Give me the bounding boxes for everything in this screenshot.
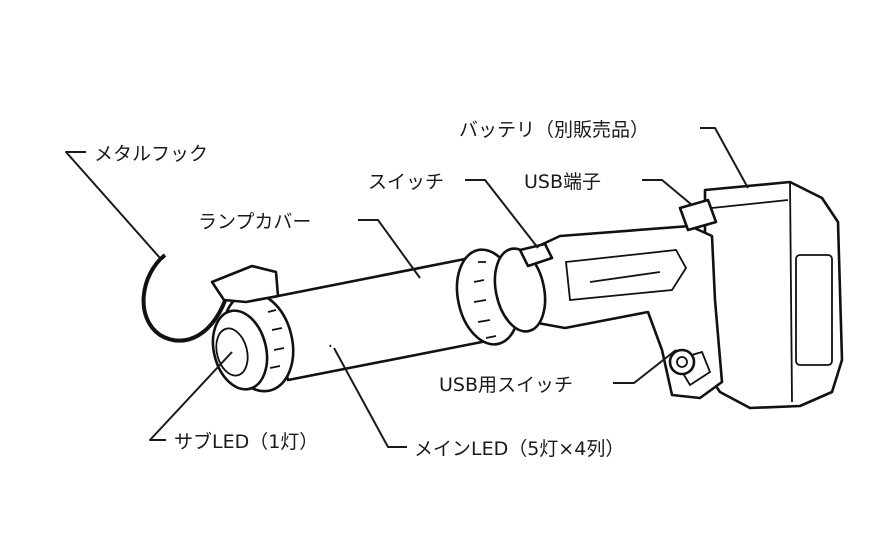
label-metal-hook: メタルフック (94, 143, 208, 165)
leader-lines (65, 127, 749, 448)
leader-main-led (333, 347, 407, 448)
front-head (211, 291, 295, 393)
labels: バッテリ（別販売品） メタルフック スイッチ USB端子 ランプカバー USB用… (94, 119, 649, 460)
usb-port (678, 198, 718, 232)
label-lamp-cover: ランプカバー (198, 211, 311, 233)
leader-lamp-cover (358, 219, 421, 279)
leader-usb-switch (613, 349, 677, 384)
label-usb-port: USB端子 (524, 171, 601, 193)
leader-metal-hook (65, 151, 161, 259)
leader-usb-port (642, 179, 693, 206)
leader-battery (700, 127, 749, 189)
label-battery: バッテリ（別販売品） (459, 119, 649, 141)
battery-pack (703, 180, 844, 410)
label-sub-led: サブLED（1灯） (174, 430, 318, 453)
metal-hook (141, 253, 230, 343)
device-illustration (141, 180, 844, 410)
leader-switch (465, 179, 539, 249)
collar-ring (455, 247, 547, 346)
handle-body (528, 224, 724, 400)
usb-switch (668, 348, 696, 376)
label-usb-switch: USB用スイッチ (439, 374, 573, 396)
leader-sub-led (149, 351, 233, 441)
hook-clip (210, 264, 280, 304)
label-main-led: メインLED（5灯×4列） (414, 438, 624, 460)
label-switch: スイッチ (368, 171, 444, 193)
